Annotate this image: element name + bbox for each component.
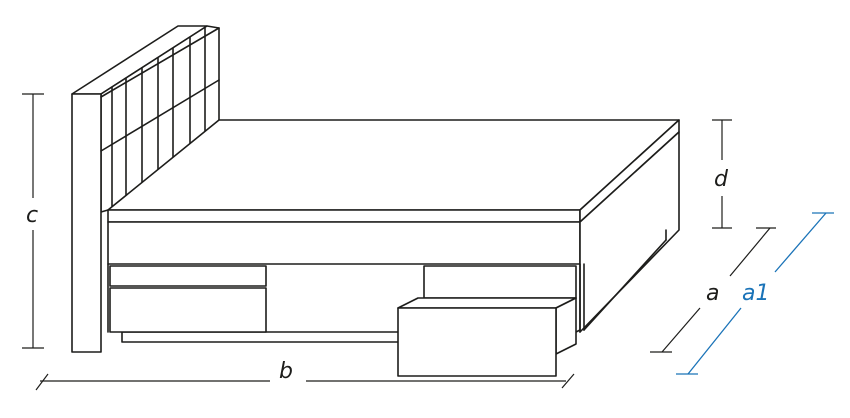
dimension-c: c	[18, 93, 48, 349]
dimension-a: a	[650, 227, 776, 353]
right-drawer-open	[397, 297, 577, 377]
dimension-b: b	[35, 359, 575, 391]
dimension-a1: a1	[676, 212, 834, 375]
dimension-c-label: c	[26, 203, 38, 228]
dimension-d: d	[712, 119, 732, 229]
bed-base	[107, 131, 680, 343]
left-drawers	[109, 265, 267, 333]
dimension-a1-label: a1	[742, 281, 769, 306]
dimension-b-label: b	[279, 359, 293, 384]
right-drawer-closed	[423, 265, 577, 299]
dimension-a-label: a	[706, 281, 719, 306]
dimension-d-label: d	[714, 167, 729, 192]
